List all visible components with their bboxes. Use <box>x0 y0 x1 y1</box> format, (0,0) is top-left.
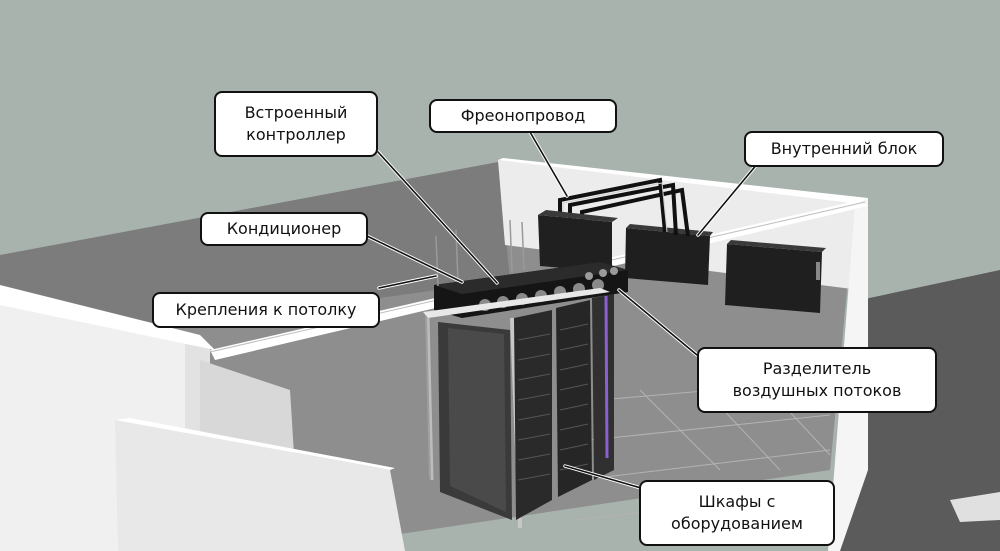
label-indoor-unit: Внутренний блок <box>744 131 944 167</box>
label-equipment-cabinets: Шкафы с оборудованием <box>639 480 835 546</box>
label-equipment-cabinets-line1: Шкафы с <box>698 492 776 511</box>
label-airflow-separator: Разделитель воздушных потоков <box>697 347 937 413</box>
label-equipment-cabinets-line2: оборудованием <box>671 514 803 533</box>
back-wall-left <box>0 162 510 350</box>
foreground-partition <box>115 420 405 551</box>
indoor-units <box>625 224 826 313</box>
label-airflow-separator-line1: Разделитель <box>762 359 872 378</box>
ground-light-patch <box>950 492 1000 522</box>
label-indoor-unit-text: Внутренний блок <box>770 139 918 158</box>
label-built-in-controller: Встроенный контроллер <box>214 91 378 157</box>
back-wall-top-edge <box>498 158 868 204</box>
label-ceiling-mounts-text: Крепления к потолку <box>175 300 357 319</box>
label-ceiling-mounts: Крепления к потолку <box>152 292 380 328</box>
label-built-in-controller-line2: контроллер <box>246 125 346 144</box>
label-conditioner: Кондиционер <box>200 212 368 246</box>
leader-lines <box>365 130 760 492</box>
server-racks <box>423 288 614 529</box>
label-conditioner-text: Кондиционер <box>226 219 342 238</box>
label-airflow-separator-line2: воздушных потоков <box>732 381 902 400</box>
label-freon-pipe-text: Фреонопровод <box>460 106 586 125</box>
label-built-in-controller-line1: Встроенный <box>244 103 348 122</box>
label-freon-pipe: Фреонопровод <box>429 99 617 133</box>
